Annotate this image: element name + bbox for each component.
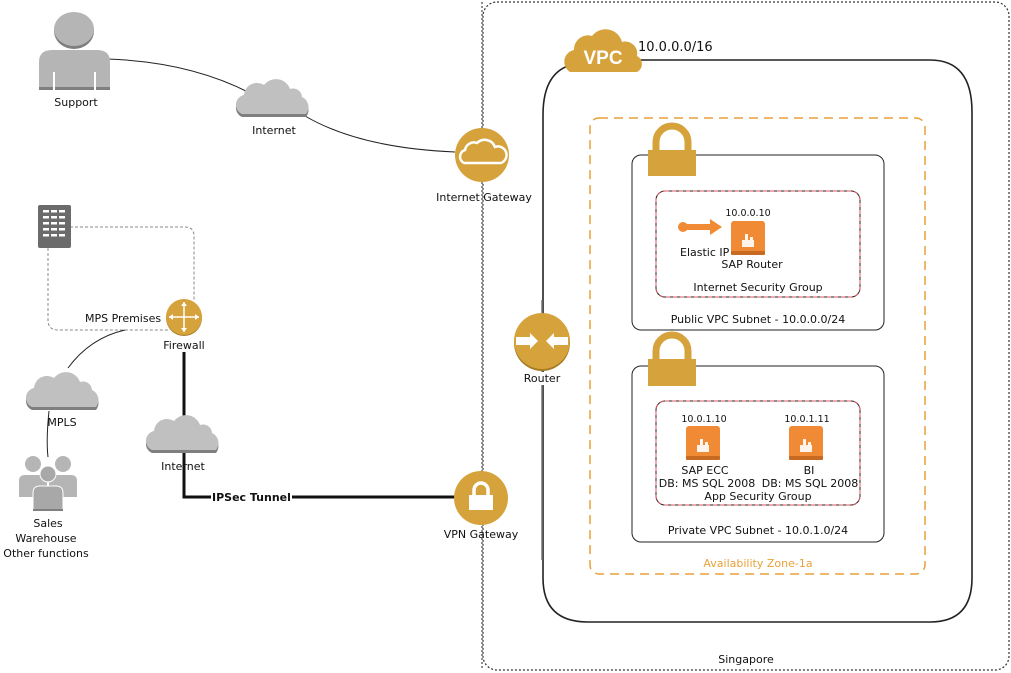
internet-bottom-label: Internet	[161, 460, 205, 473]
users-label-other: Other functions	[3, 547, 89, 560]
vpc-boundary	[542, 59, 973, 623]
elastic-ip-label: Elastic IP	[680, 246, 730, 259]
sap-ecc-instance-icon[interactable]	[686, 426, 720, 460]
vpn-gateway-icon[interactable]	[454, 471, 508, 525]
premises-building-icon	[38, 205, 71, 248]
private-subnet-boundary	[631, 365, 885, 543]
internet-cloud-icon-bottom	[145, 415, 219, 453]
app-security-group-label: App Security Group	[704, 490, 812, 503]
bi-ip: 10.0.1.11	[784, 414, 830, 425]
users-label-warehouse: Warehouse	[15, 532, 77, 545]
bi-db-label: DB: MS SQL 2008	[761, 477, 859, 490]
sap-ecc-db-label: DB: MS SQL 2008	[658, 477, 756, 490]
private-subnet-lock-icon	[648, 331, 696, 386]
firewall-icon[interactable]	[166, 299, 202, 336]
mpls-cloud-icon	[25, 372, 99, 410]
region-label: Singapore	[718, 653, 774, 666]
availability-zone-boundary	[589, 117, 926, 575]
internet-cloud-icon-top	[235, 79, 309, 118]
region-singapore-boundary	[482, 1, 1010, 671]
router-icon[interactable]	[514, 313, 570, 371]
vpc-cloud-icon: VPC	[564, 29, 642, 72]
bi-instance-icon[interactable]	[789, 426, 823, 460]
internet-top-label: Internet	[252, 124, 296, 137]
premises-dotted-link	[47, 226, 195, 331]
sap-router-label: SAP Router	[721, 258, 783, 271]
premises-mpls-link	[67, 329, 126, 369]
elastic-ip-icon[interactable]	[678, 219, 722, 235]
firewall-label: Firewall	[163, 339, 205, 352]
mpls-users-link	[46, 410, 50, 458]
router-label: Router	[523, 372, 561, 385]
sap-ecc-ip: 10.0.1.10	[681, 414, 727, 425]
premises-label: MPS Premises	[85, 312, 162, 325]
public-subnet-label: Public VPC Subnet - 10.0.0.0/24	[670, 313, 846, 326]
vpc-cidr-label: 10.0.0.0/16	[638, 40, 713, 55]
bi-label: BI	[803, 464, 815, 477]
availability-zone-label: Availability Zone-1a	[703, 557, 813, 570]
public-subnet-lock-icon	[648, 122, 696, 176]
support-user-icon	[39, 12, 110, 90]
mpls-label: MPLS	[47, 416, 77, 429]
public-subnet-boundary	[631, 154, 885, 331]
private-subnet-label: Private VPC Subnet - 10.0.1.0/24	[667, 524, 849, 537]
internet-igw-link	[304, 115, 456, 153]
users-label-sales: Sales	[33, 517, 63, 530]
sap-ecc-label: SAP ECC	[681, 464, 729, 477]
ipsec-tunnel-link	[182, 352, 455, 499]
ipsec-tunnel-label: IPSec Tunnel	[211, 491, 292, 504]
internet-gateway-icon[interactable]	[455, 128, 509, 182]
support-label: Support	[54, 96, 98, 109]
sap-router-ip: 10.0.0.10	[725, 208, 771, 219]
internet-security-group-label: Internet Security Group	[693, 281, 823, 294]
users-group-icon	[19, 456, 77, 512]
sap-router-instance-icon[interactable]	[731, 221, 765, 255]
vpc-badge-text: VPC	[583, 48, 622, 69]
internet-gateway-label: Internet Gateway	[436, 191, 532, 204]
support-internet-link	[107, 58, 251, 94]
vpn-gateway-label: VPN Gateway	[443, 528, 519, 541]
